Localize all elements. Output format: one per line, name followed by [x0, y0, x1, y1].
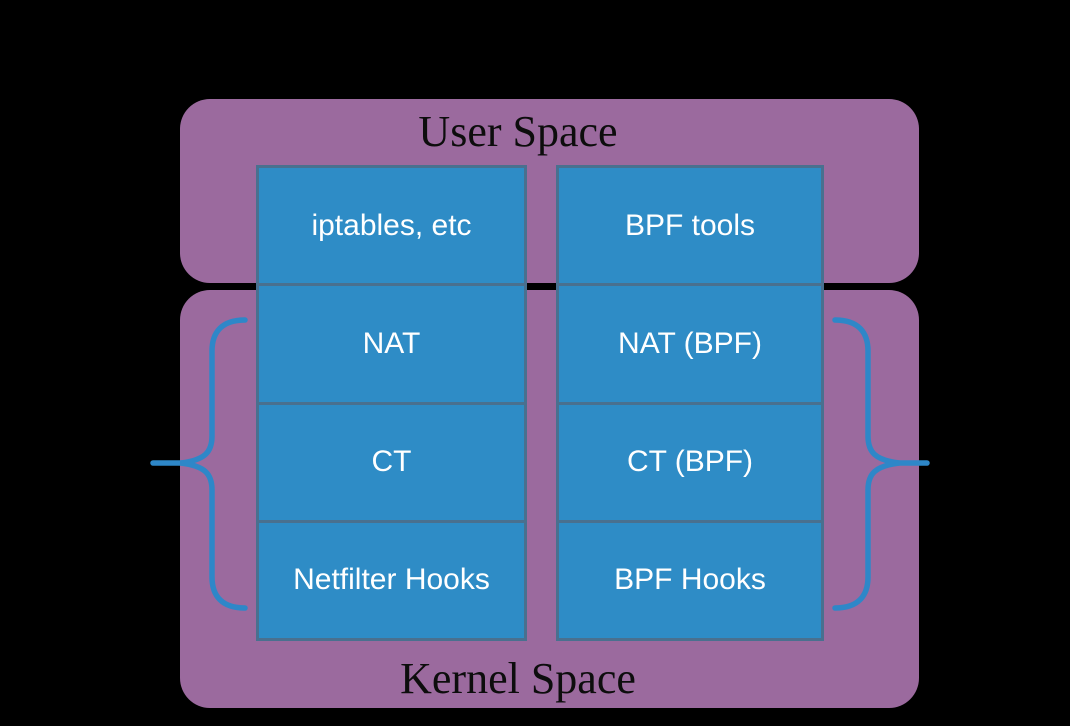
ct-bpf-box: CT (BPF) [559, 401, 821, 520]
iptables-box: iptables, etc [259, 168, 524, 284]
kernel-space-label: Kernel Space [400, 654, 636, 703]
netfilter-stack-column: iptables, etc NAT CT Netfilter Hooks [256, 165, 527, 641]
nat-bpf-box: NAT (BPF) [559, 283, 821, 402]
bpf-hooks-box: BPF Hooks [559, 519, 821, 638]
netfilter-hooks-box: Netfilter Hooks [259, 519, 524, 638]
ct-box: CT [259, 401, 524, 520]
nat-box: NAT [259, 283, 524, 402]
bpf-tools-box: BPF tools [559, 168, 821, 284]
user-space-label: User Space [418, 107, 618, 156]
bpf-stack-column: BPF tools NAT (BPF) CT (BPF) BPF Hooks [556, 165, 824, 641]
